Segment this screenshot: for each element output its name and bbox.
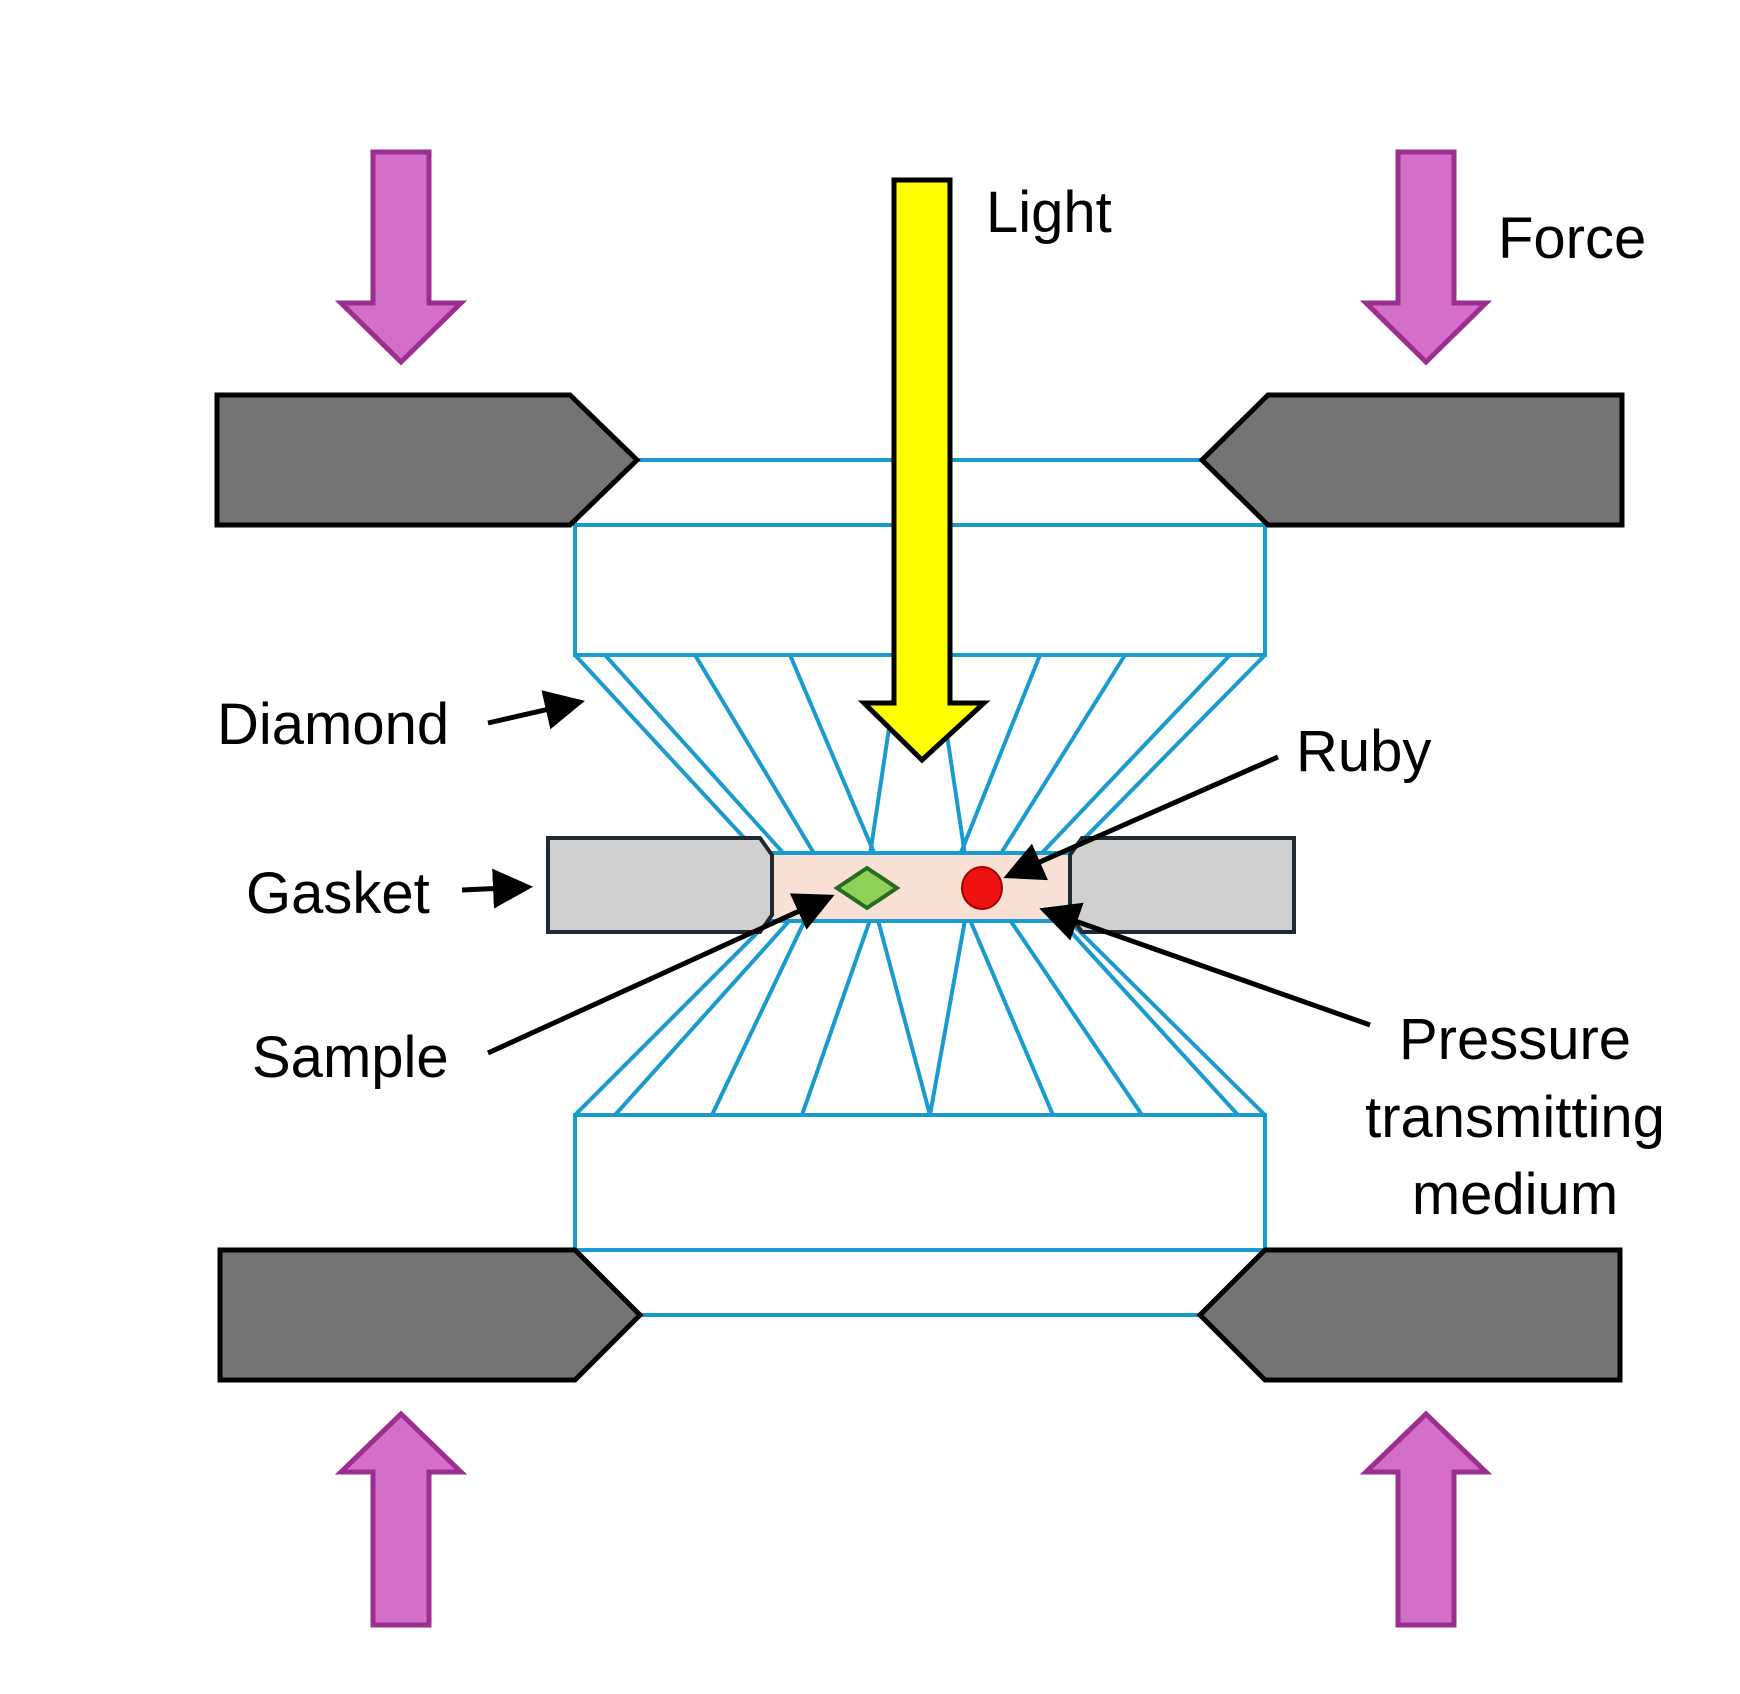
light-label: Light bbox=[986, 180, 1112, 245]
pressure-label-line3: medium bbox=[1412, 1162, 1618, 1227]
ruby-label: Ruby bbox=[1296, 719, 1431, 784]
clamp-bottom-right bbox=[1196, 1247, 1623, 1383]
sample-marker bbox=[833, 865, 901, 911]
pressure-label-line1: Pressure bbox=[1399, 1007, 1631, 1072]
gasket-label: Gasket bbox=[246, 861, 430, 926]
diamond-label: Diamond bbox=[217, 692, 449, 757]
anvil-clamps bbox=[214, 392, 1625, 1383]
gasket-pointer bbox=[461, 868, 533, 909]
pressure-medium-chamber bbox=[768, 851, 1072, 923]
diamond-pointer bbox=[487, 690, 585, 730]
pressure-medium-pointer bbox=[1039, 902, 1371, 1028]
label-pointers bbox=[461, 690, 1371, 1056]
force-arrow-bottom-left bbox=[334, 1410, 468, 1628]
force-arrow-bottom-right bbox=[1359, 1410, 1493, 1628]
force-arrows bbox=[334, 149, 1493, 1628]
sample-label: Sample bbox=[252, 1025, 449, 1090]
force-label: Force bbox=[1498, 206, 1646, 271]
pressure-label-line2: transmitting bbox=[1365, 1085, 1665, 1150]
gasket-right bbox=[1068, 836, 1296, 934]
ruby-marker bbox=[961, 866, 1003, 910]
clamp-top-left bbox=[214, 392, 641, 528]
clamp-top-right bbox=[1198, 392, 1625, 528]
sample-pointer bbox=[486, 893, 835, 1056]
clamp-bottom-left bbox=[217, 1247, 644, 1383]
ruby-pointer bbox=[1003, 754, 1280, 881]
bottom-diamond bbox=[573, 918, 1267, 1317]
force-arrow-top-right bbox=[1359, 149, 1493, 366]
light-arrow bbox=[857, 177, 991, 764]
gasket-left bbox=[546, 836, 774, 934]
force-arrow-top-left bbox=[334, 149, 468, 366]
